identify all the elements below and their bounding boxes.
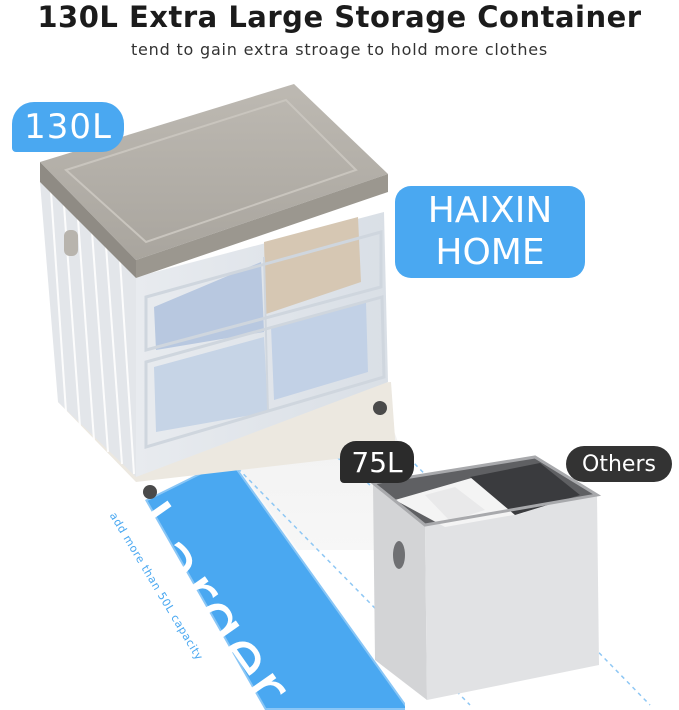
brand-tag: HAIXIN HOME [395,186,585,278]
capacity-tag-130l: 130L [12,102,124,152]
large-container-graphic [40,84,396,499]
small-box-graphic [369,455,602,700]
large-storage-container [36,82,406,502]
capacity-tag-75l: 75L [340,441,414,483]
page-title: 130L Extra Large Storage Container [37,0,642,34]
brand-line-2: HOME [435,232,545,273]
others-tag: Others [566,446,672,482]
small-fabric-box [365,455,605,705]
page-subtitle: tend to gain extra stroage to hold more … [130,40,549,59]
brand-line-1: HAIXIN [427,190,553,231]
